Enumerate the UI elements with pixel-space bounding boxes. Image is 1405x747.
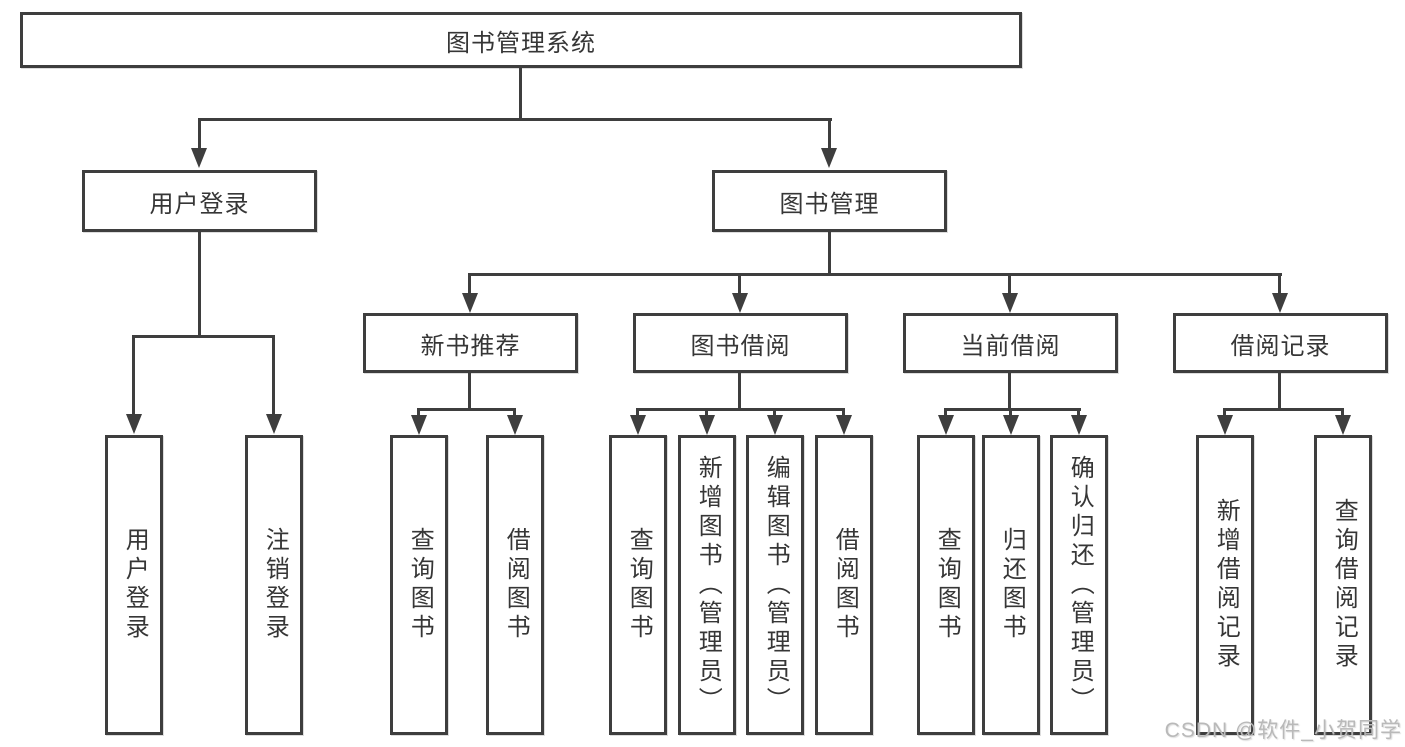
leaf-borrow-books-recommend: 借阅图书: [486, 435, 544, 735]
node-label: 借阅记录: [1230, 332, 1331, 360]
arrowhead-icon: [938, 415, 954, 435]
connector-current-borrow-rail: [944, 408, 1081, 411]
leaf-add-book-admin: 新增图书（管理员）: [678, 435, 736, 735]
node-book-management: 图书管理: [712, 170, 947, 232]
connector-user-login-rail: [132, 335, 275, 338]
arrowhead-icon: [732, 293, 748, 313]
connector-borrow-records-stem: [1278, 373, 1281, 411]
arrowhead-icon: [836, 415, 852, 435]
node-label: 借阅图书: [502, 527, 530, 643]
connector-root-stem: [519, 68, 522, 120]
connector-drop-user-login: [198, 118, 201, 151]
node-label: 图书借阅: [690, 332, 791, 360]
node-label: 查询图书: [933, 527, 961, 643]
connector-drop-leaf: [1009, 408, 1012, 418]
node-label: 借阅图书: [831, 527, 859, 643]
connector-drop-leaf: [1341, 408, 1344, 418]
node-label: 图书管理: [779, 190, 880, 218]
connector-new-book-stem: [468, 373, 471, 411]
node-label: 当前借阅: [960, 332, 1061, 360]
arrowhead-icon: [699, 415, 715, 435]
node-book-borrowing: 图书借阅: [633, 313, 848, 373]
connector-drop-book-management: [828, 118, 831, 151]
node-label: 注销登录: [261, 527, 289, 643]
leaf-edit-book-admin: 编辑图书（管理员）: [746, 435, 804, 735]
connector-drop-leaf: [1223, 408, 1226, 418]
node-root-library-system: 图书管理系统: [20, 12, 1022, 68]
connector-new-book-rail: [417, 408, 516, 411]
node-label: 查询图书: [406, 527, 434, 643]
connector-drop-leaf: [513, 408, 516, 418]
connector-current-borrow-stem: [1008, 373, 1011, 411]
leaf-user-login: 用户登录: [105, 435, 163, 735]
connector-drop-leaf: [842, 408, 845, 418]
leaf-query-books-recommend: 查询图书: [390, 435, 448, 735]
arrowhead-icon: [266, 414, 282, 434]
node-current-borrowing: 当前借阅: [903, 313, 1118, 373]
node-borrowing-records: 借阅记录: [1173, 313, 1388, 373]
node-label: 查询借阅记录: [1330, 498, 1358, 672]
connector-drop-leaf: [773, 408, 776, 418]
arrowhead-icon: [630, 415, 646, 435]
connector-level3-rail: [468, 273, 1282, 276]
node-label: 图书管理系统: [446, 29, 596, 57]
arrowhead-icon: [507, 415, 523, 435]
arrowhead-icon: [1003, 415, 1019, 435]
arrowhead-icon: [411, 415, 427, 435]
arrowhead-icon: [821, 148, 837, 168]
connector-user-login-stem: [198, 232, 201, 337]
node-label: 新书推荐: [420, 332, 521, 360]
connector-drop-leaf: [636, 408, 639, 418]
leaf-query-borrow-record: 查询借阅记录: [1314, 435, 1372, 735]
leaf-borrow-books: 借阅图书: [815, 435, 873, 735]
node-label: 编辑图书（管理员）: [762, 454, 790, 716]
leaf-add-borrow-record: 新增借阅记录: [1196, 435, 1254, 735]
connector-book-borrow-rail: [636, 408, 845, 411]
connector-drop-current-borrow: [1008, 273, 1011, 297]
arrowhead-icon: [126, 414, 142, 434]
arrowhead-icon: [767, 415, 783, 435]
leaf-confirm-return-admin: 确认归还（管理员）: [1050, 435, 1108, 735]
arrowhead-icon: [1071, 415, 1087, 435]
connector-drop-leaf: [132, 335, 135, 416]
arrowhead-icon: [191, 148, 207, 168]
node-new-book-recommend: 新书推荐: [363, 313, 578, 373]
connector-drop-leaf: [944, 408, 947, 418]
connector-drop-borrow-records: [1278, 273, 1281, 297]
node-label: 查询图书: [625, 527, 653, 643]
leaf-query-books-borrow: 查询图书: [609, 435, 667, 735]
csdn-watermark: CSDN @软件_小贺同学: [1164, 719, 1402, 742]
leaf-logout: 注销登录: [245, 435, 303, 735]
connector-drop-new-book: [468, 273, 471, 297]
node-label: 用户登录: [149, 190, 250, 218]
connector-drop-leaf: [417, 408, 420, 418]
node-label: 确认归还（管理员）: [1066, 454, 1094, 716]
node-label: 用户登录: [121, 527, 149, 643]
leaf-query-books-current: 查询图书: [917, 435, 975, 735]
connector-book-management-stem: [828, 232, 831, 276]
connector-borrow-records-rail: [1223, 408, 1344, 411]
node-label: 新增借阅记录: [1212, 498, 1240, 672]
connector-drop-leaf: [1077, 408, 1080, 418]
connector-drop-leaf: [272, 335, 275, 416]
arrowhead-icon: [1272, 293, 1288, 313]
node-label: 归还图书: [998, 527, 1026, 643]
arrowhead-icon: [1335, 415, 1351, 435]
node-user-login: 用户登录: [82, 170, 317, 232]
node-label: 新增图书（管理员）: [694, 454, 722, 716]
connector-drop-book-borrow: [738, 273, 741, 297]
connector-book-borrow-stem: [738, 373, 741, 411]
leaf-return-book: 归还图书: [982, 435, 1040, 735]
connector-drop-leaf: [705, 408, 708, 418]
arrowhead-icon: [1217, 415, 1233, 435]
arrowhead-icon: [1002, 293, 1018, 313]
arrowhead-icon: [462, 293, 478, 313]
connector-level2-rail: [198, 118, 832, 121]
